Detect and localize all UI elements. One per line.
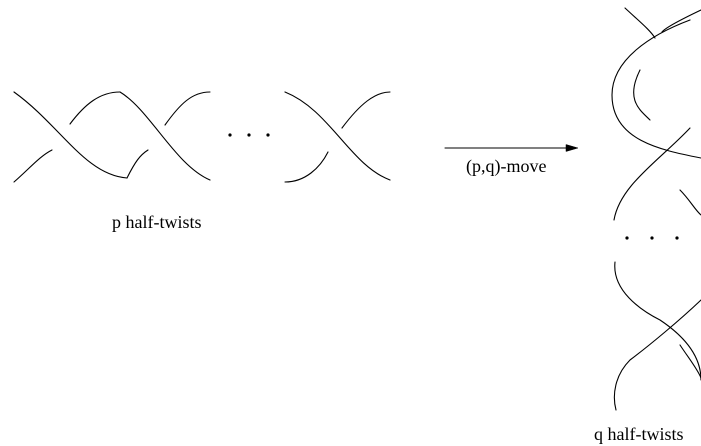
strand-segment <box>679 189 701 216</box>
horizontal-ellipsis <box>228 133 270 137</box>
strand-segment <box>13 91 128 179</box>
strand-segment <box>126 149 149 179</box>
vertical-twist-band <box>611 7 701 411</box>
arrow-head <box>565 144 579 152</box>
strand-segment <box>284 91 391 181</box>
ellipsis-dot <box>247 133 251 137</box>
strand-segment <box>284 151 329 183</box>
strand-segment <box>613 127 691 221</box>
strand-segment <box>661 9 701 33</box>
strand-segment <box>119 91 211 181</box>
arrow-caption: (p,q)-move <box>466 156 546 177</box>
move-arrow <box>444 144 579 152</box>
right-caption: q half-twists <box>594 424 684 444</box>
strand-segment <box>613 299 701 411</box>
strand-segment <box>614 261 701 381</box>
horizontal-twist-band <box>13 91 391 183</box>
ellipsis-dot <box>650 236 654 240</box>
strand-segment <box>13 149 53 183</box>
strand-segment <box>624 7 656 39</box>
ellipsis-dot <box>625 236 629 240</box>
strand-segment <box>611 19 701 159</box>
strand-segment <box>164 91 211 126</box>
strand-segment <box>679 344 701 379</box>
strand-segment <box>69 91 121 125</box>
left-caption: p half-twists <box>112 212 202 232</box>
ellipsis-dot <box>675 236 679 240</box>
strand-segment <box>633 69 651 121</box>
ellipsis-dot <box>228 133 232 137</box>
strand-segment <box>341 91 391 129</box>
vertical-ellipsis <box>625 236 679 240</box>
ellipsis-dot <box>266 133 270 137</box>
